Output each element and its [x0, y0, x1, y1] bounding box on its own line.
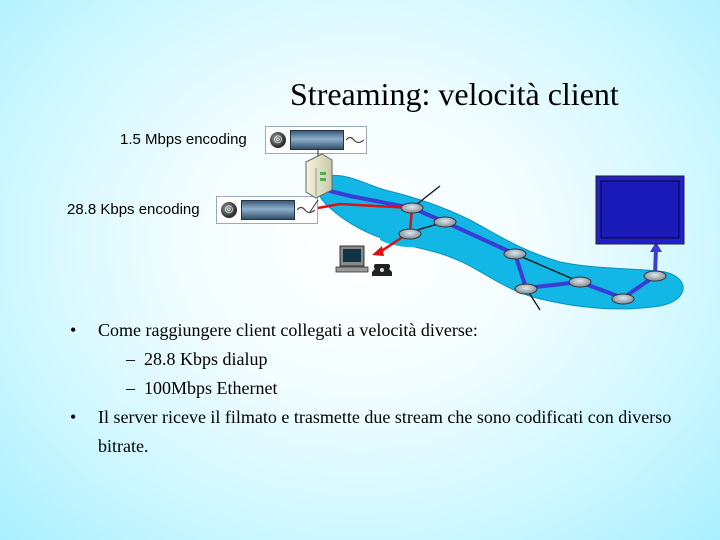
- cable-icon: [346, 136, 364, 144]
- telephone-icon: [372, 264, 392, 276]
- server-icon: [305, 153, 333, 199]
- player-screen: [290, 130, 344, 150]
- disc-icon: ◎: [270, 132, 286, 148]
- bullet-marker: •: [70, 407, 77, 427]
- sub-bullet-item: – 100Mbps Ethernet: [70, 374, 710, 403]
- bullet-text: Il server riceve il filmato e trasmette …: [98, 407, 672, 456]
- media-player-icon: ◎: [265, 126, 367, 154]
- media-player-icon: ◎: [216, 196, 318, 224]
- sub-bullet-text: 100Mbps Ethernet: [144, 378, 278, 398]
- bullet-text: Come raggiungere client collegati a velo…: [98, 320, 478, 340]
- stream-high-bitrate: [317, 186, 658, 300]
- dash-marker: –: [126, 349, 135, 369]
- bullet-item: • Il server riceve il filmato e trasmett…: [70, 403, 710, 461]
- arrow-up-icon: [650, 242, 662, 252]
- bullet-marker: •: [70, 320, 77, 340]
- router-icon: [398, 202, 667, 305]
- monitor-icon: [595, 175, 685, 245]
- bullet-list: • Come raggiungere client collegati a ve…: [70, 316, 710, 461]
- encoding-label-1-5mbps: 1.5 Mbps encoding: [120, 131, 247, 148]
- player-screen: [241, 200, 295, 220]
- desktop-computer-icon: [335, 245, 369, 273]
- sub-bullet-item: – 28.8 Kbps dialup: [70, 345, 710, 374]
- sub-bullet-text: 28.8 Kbps dialup: [144, 349, 268, 369]
- slide-title: Streaming: velocità client: [290, 76, 619, 112]
- bullet-item: • Come raggiungere client collegati a ve…: [70, 316, 710, 345]
- cable-icon: [297, 206, 315, 214]
- dash-marker: –: [126, 378, 135, 398]
- network-diagram: [305, 148, 685, 311]
- disc-icon: ◎: [221, 202, 237, 218]
- encoding-label-28-8kbps: 28.8 Kbps encoding: [67, 201, 200, 218]
- arrow-icon: [372, 246, 384, 256]
